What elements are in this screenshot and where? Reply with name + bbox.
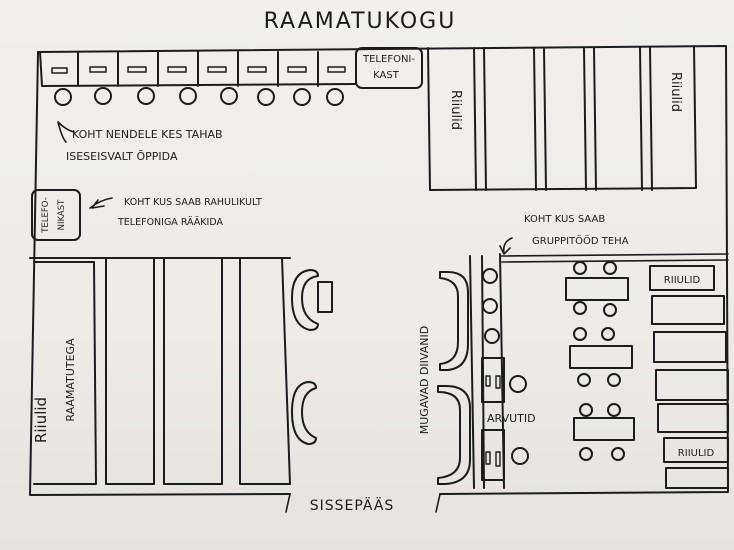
note-study-area: KOHT NENDELE KES TAHAB ISESEISVALT ÕPPID… [57, 121, 223, 163]
study-desks-row [39, 51, 356, 87]
note-phone-line-1: KOHT KUS SAAB RAHULIKULT [124, 197, 262, 208]
bookshelves-label-1: Riiulid [32, 397, 50, 443]
phone-box-top-label-1: TELEFONI- [362, 54, 415, 65]
shelves-label-top-right: Riiulid [668, 72, 683, 112]
group-tables [565, 261, 635, 461]
note-group-line-1: KOHT KUS SAAB [524, 214, 605, 225]
shelves-top-right: Riiulid Riiulid [427, 45, 697, 191]
phone-box-left-label-2: NIKAST [57, 199, 67, 231]
note-study-line-1: KOHT NENDELE KES TAHAB [72, 128, 223, 141]
shelves-right-wall: RIIULID RIIULID [649, 265, 729, 489]
bookshelves-lower-left: Riiulid RAAMATUTEGA [29, 257, 291, 485]
note-group-line-2: GRUPPITÖÖD TEHA [532, 234, 629, 247]
note-phone-area: KOHT KUS SAAB RAHULIKULT TELEFONIGA RÄÄK… [89, 197, 262, 228]
shelves-right-label-2: RIIULID [678, 448, 715, 459]
phone-box-top-label-2: KAST [373, 70, 400, 81]
study-chairs-row [54, 87, 344, 106]
bookshelves-label-2: RAAMATUTEGA [64, 338, 77, 422]
phone-box-left-label-1: TELEFO- [41, 197, 51, 234]
phone-box-top: TELEFONI- KAST [355, 47, 423, 89]
note-group-area: KOHT KUS SAAB GRUPPITÖÖD TEHA [499, 214, 729, 263]
computer-area: ARVUTID [469, 253, 536, 489]
plan-title: RAAMATUKOGU [264, 9, 457, 34]
armchairs [291, 269, 333, 445]
entrance-label: SISSEPÄÄS [310, 496, 395, 514]
note-phone-line-2: TELEFONIGA RÄÄKIDA [117, 217, 223, 228]
note-study-line-2: ISESEISVALT ÕPPIDA [66, 150, 178, 163]
sofas: MUGAVAD DIIVANID [418, 271, 471, 485]
phone-box-left: TELEFO- NIKAST [31, 189, 81, 241]
shelves-right-label-1: RIIULID [664, 275, 701, 286]
shelves-label-top-left: Riiulid [448, 90, 463, 130]
sofas-label: MUGAVAD DIIVANID [418, 326, 431, 434]
computers-label: ARVUTID [487, 412, 536, 425]
